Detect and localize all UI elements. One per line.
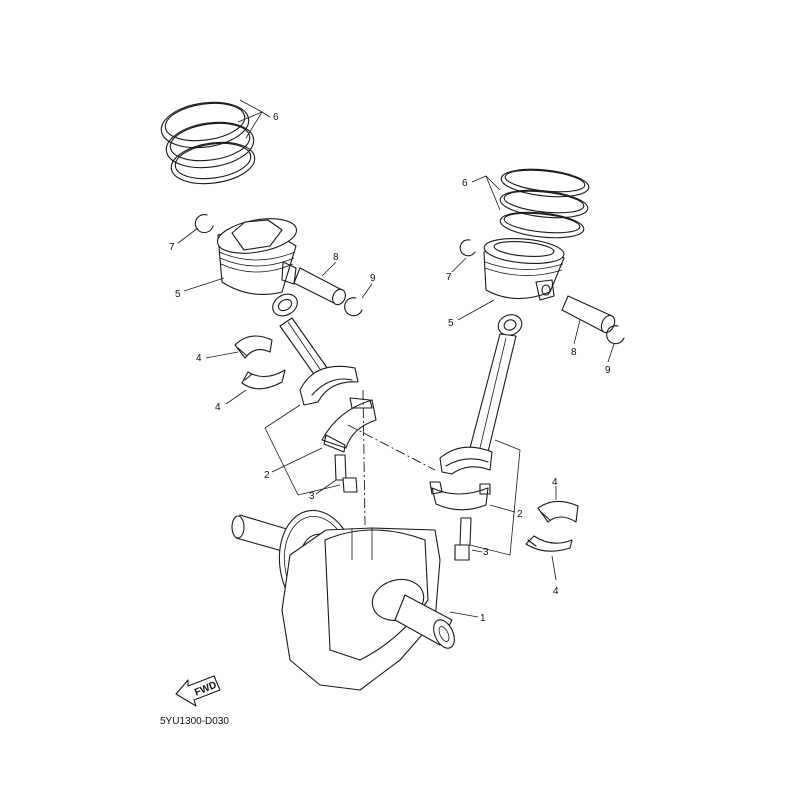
callout-6-left: 6 <box>273 112 279 123</box>
circlip-left-front <box>194 214 214 234</box>
callout-5-right: 5 <box>448 318 454 329</box>
callout-9-left: 9 <box>370 273 376 284</box>
callout-3-right: 3 <box>483 547 489 558</box>
bolt-right <box>454 517 472 561</box>
piston-pin-right <box>561 295 616 334</box>
centerline-left <box>362 389 366 526</box>
connecting-rod-right <box>439 314 523 475</box>
piston-rings-left <box>160 101 256 185</box>
callout-4-right-bottom: 4 <box>553 586 559 597</box>
leader-lines <box>177 99 615 618</box>
circlip-right-rear <box>606 325 625 345</box>
callout-4-left-top: 4 <box>196 353 202 364</box>
callout-4-right-top: 4 <box>552 477 558 488</box>
fwd-arrow-icon: FWD <box>175 675 221 707</box>
rod-cap-right <box>429 481 491 511</box>
bearings-left <box>234 335 286 390</box>
callout-8-left: 8 <box>333 252 339 263</box>
bolt-left <box>334 454 358 493</box>
callout-2-left: 2 <box>264 470 270 481</box>
piston-right <box>483 237 565 301</box>
centerline-right <box>347 424 436 471</box>
callout-4-left-bottom: 4 <box>215 402 221 413</box>
callout-7-right: 7 <box>446 272 452 283</box>
callout-9-right: 9 <box>605 365 611 376</box>
callout-5-left: 5 <box>175 289 181 300</box>
circlip-left-rear <box>344 297 363 317</box>
callout-6-right: 6 <box>462 178 468 189</box>
piston-left <box>216 218 298 295</box>
piston-pin-left <box>293 267 346 306</box>
rod-cap-left <box>321 397 377 453</box>
callout-8-right: 8 <box>571 347 577 358</box>
piston-rings-right <box>499 168 590 239</box>
connecting-rod-left <box>272 293 359 406</box>
callout-1: 1 <box>480 613 486 624</box>
callout-2-right: 2 <box>517 509 523 520</box>
diagram-code: 5YU1300-D030 <box>160 716 229 727</box>
bearings-right <box>525 500 579 552</box>
crankshaft <box>231 509 455 691</box>
circlip-right-front <box>459 239 476 257</box>
callout-7-left: 7 <box>169 242 175 253</box>
callout-3-left: 3 <box>309 491 315 502</box>
